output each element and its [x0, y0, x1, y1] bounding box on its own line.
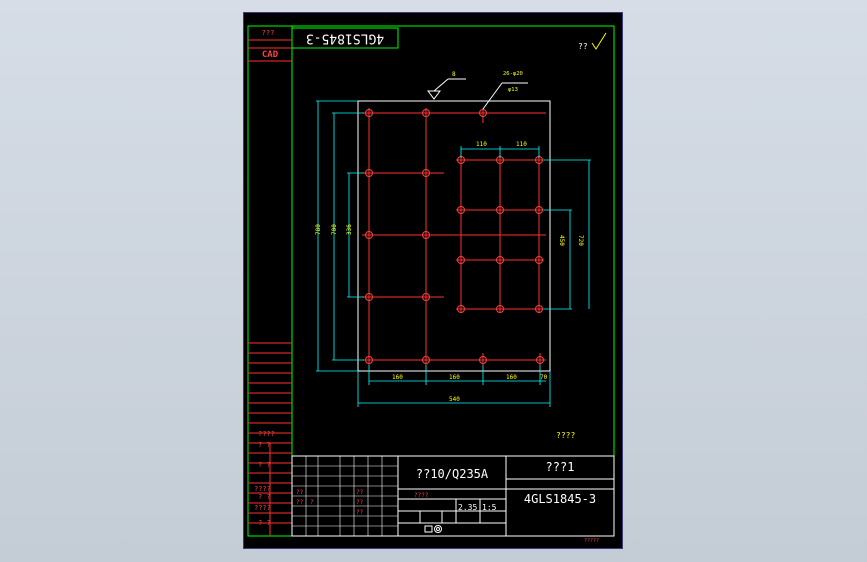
hole	[496, 206, 504, 214]
drawing-number-text: 4GLS1845-3	[524, 492, 596, 506]
svg-text:?: ?	[310, 499, 314, 506]
hole	[457, 206, 465, 214]
hole	[479, 356, 487, 364]
hole	[535, 256, 543, 264]
roughness-note: ??	[578, 42, 588, 51]
dimension-lines	[316, 100, 591, 407]
svg-text:? ?: ? ?	[258, 441, 271, 449]
svg-text:720: 720	[577, 235, 584, 246]
svg-text:??: ??	[296, 489, 304, 496]
title-block-small-labels: ?? ?? ? ?? ?? ??	[296, 489, 364, 516]
hole	[365, 356, 373, 364]
svg-text:70: 70	[540, 374, 548, 381]
revision-lines	[248, 342, 292, 434]
part-name-text: ???1	[546, 460, 575, 474]
title-block	[291, 455, 615, 537]
technical-note: ????	[556, 431, 575, 440]
svg-text:160: 160	[392, 374, 403, 381]
hole-callout-line2: φ13	[508, 87, 518, 93]
hole	[365, 109, 373, 117]
dimension-texts: 110 110 780 700 336 450 720 160 160 160 …	[315, 141, 584, 403]
svg-text:160: 160	[449, 374, 460, 381]
holes	[365, 109, 544, 364]
svg-text:??: ??	[356, 489, 364, 496]
svg-text:? ?: ? ?	[258, 493, 271, 501]
hole	[536, 356, 544, 364]
hole	[422, 109, 430, 117]
svg-text:450: 450	[558, 235, 565, 246]
roughness-symbol-icon	[591, 32, 607, 50]
left-strip-labels: ???? ? ? ? ? ???? ? ? ???? ? ?	[254, 430, 275, 527]
hole	[535, 206, 543, 214]
hole	[457, 256, 465, 264]
hole	[422, 231, 430, 239]
hole	[422, 356, 430, 364]
hole	[422, 169, 430, 177]
hole	[365, 293, 373, 301]
svg-text:540: 540	[449, 396, 460, 403]
weight-text: 2.35	[458, 503, 477, 512]
svg-text:110: 110	[516, 141, 527, 148]
material-text: ??10/Q235A	[416, 467, 489, 481]
rotated-drawing-code: 4GLS1845-3	[306, 31, 384, 46]
svg-text:? ?: ? ?	[258, 461, 271, 469]
svg-text:780: 780	[315, 224, 322, 235]
svg-text:160: 160	[506, 374, 517, 381]
corner-code: ???	[262, 29, 275, 37]
hole	[496, 305, 504, 313]
svg-text:??: ??	[296, 499, 304, 506]
center-lines	[362, 108, 546, 365]
hole	[535, 305, 543, 313]
scale-text: 1:5	[482, 503, 497, 512]
left-strip-grid	[248, 442, 292, 536]
hole-callout-line1: 26-φ20	[503, 71, 523, 77]
drawing-sheet[interactable]: 4GLS1845-3 ??? CAD ????	[243, 12, 623, 549]
bottom-note: ?????	[584, 538, 599, 544]
svg-text:????: ????	[258, 430, 275, 438]
hole-leader	[482, 82, 528, 110]
svg-text:336: 336	[346, 224, 353, 235]
code-box	[291, 27, 399, 49]
hole	[457, 305, 465, 313]
weld-leader	[427, 78, 466, 100]
hole	[365, 169, 373, 177]
svg-text:??: ??	[356, 509, 364, 516]
sheet-label: ????	[414, 492, 429, 499]
hole	[422, 293, 430, 301]
svg-text:700: 700	[331, 224, 338, 235]
projection-symbol-icon	[424, 525, 442, 533]
svg-text:110: 110	[476, 141, 487, 148]
hole	[479, 109, 487, 117]
svg-text:????: ????	[254, 504, 271, 512]
hole	[365, 231, 373, 239]
hole	[496, 256, 504, 264]
svg-text:????: ????	[254, 485, 271, 493]
plate-outline	[357, 100, 551, 372]
weld-symbol-text: 8	[452, 71, 456, 78]
svg-text:??: ??	[356, 499, 364, 506]
cad-tag: CAD	[262, 50, 279, 60]
